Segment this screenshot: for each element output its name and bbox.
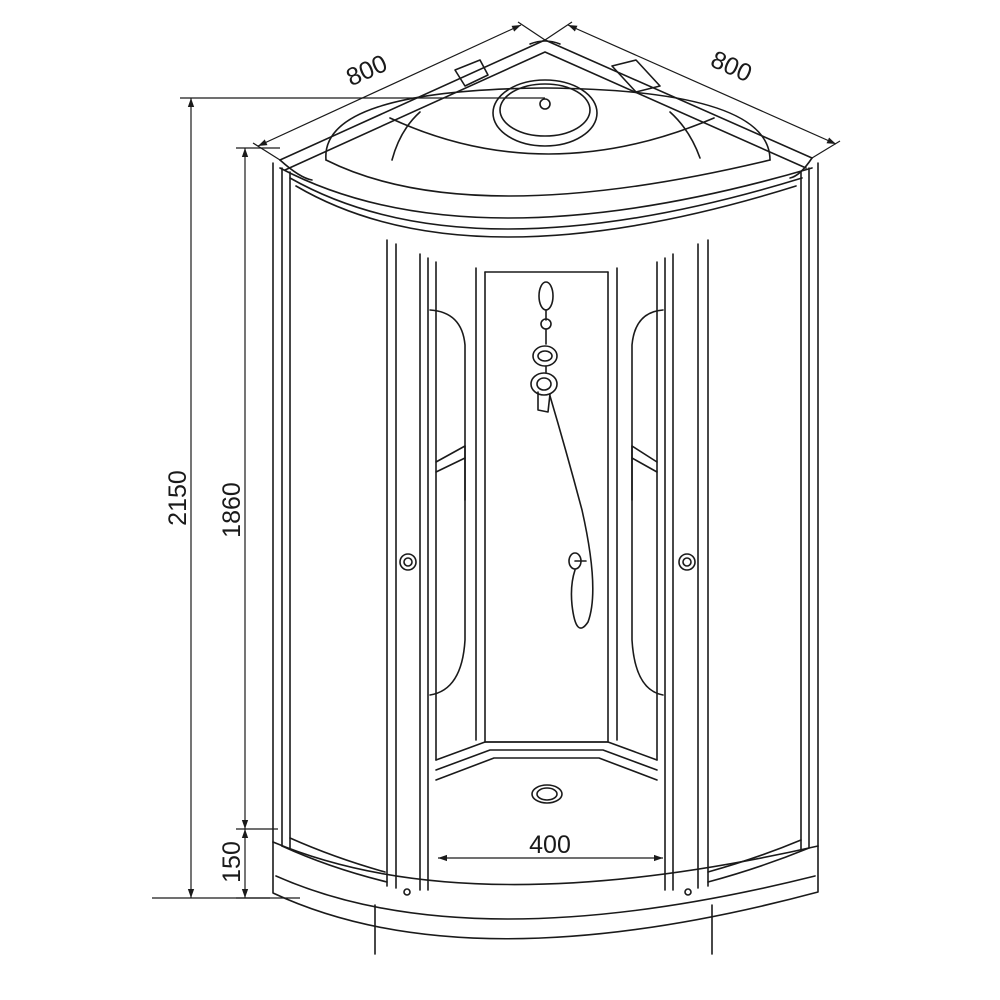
dim-label-door-opening: 400 [529, 831, 571, 859]
dim-label-tray-height: 150 [218, 841, 246, 883]
right-side-panel [707, 162, 819, 883]
shower-hose [549, 395, 594, 629]
shower-tray [272, 841, 819, 955]
left-sliding-door [386, 239, 429, 891]
dim-top-right [544, 21, 841, 159]
left-door-handle [399, 553, 417, 571]
hand-shower-holder [568, 552, 587, 570]
door-rollers [403, 888, 692, 896]
dim-tray-height [236, 829, 270, 899]
inner-left-panel [429, 261, 486, 761]
dim-label-top-left: 800 [342, 49, 392, 92]
dim-label-top-right: 800 [707, 45, 757, 88]
floor-drain [531, 784, 563, 804]
left-side-panel [272, 162, 388, 883]
dim-label-total-height: 2150 [164, 470, 192, 526]
right-door-handle [678, 553, 696, 571]
dim-top-left [252, 21, 546, 161]
tray-floor [435, 741, 658, 781]
dim-total-height [152, 97, 545, 899]
shower-mixer [530, 281, 558, 413]
dim-label-cabin-height: 1860 [218, 482, 246, 538]
rain-shower-head [492, 79, 598, 147]
inner-right-panel [607, 261, 664, 761]
right-sliding-door [664, 239, 709, 891]
